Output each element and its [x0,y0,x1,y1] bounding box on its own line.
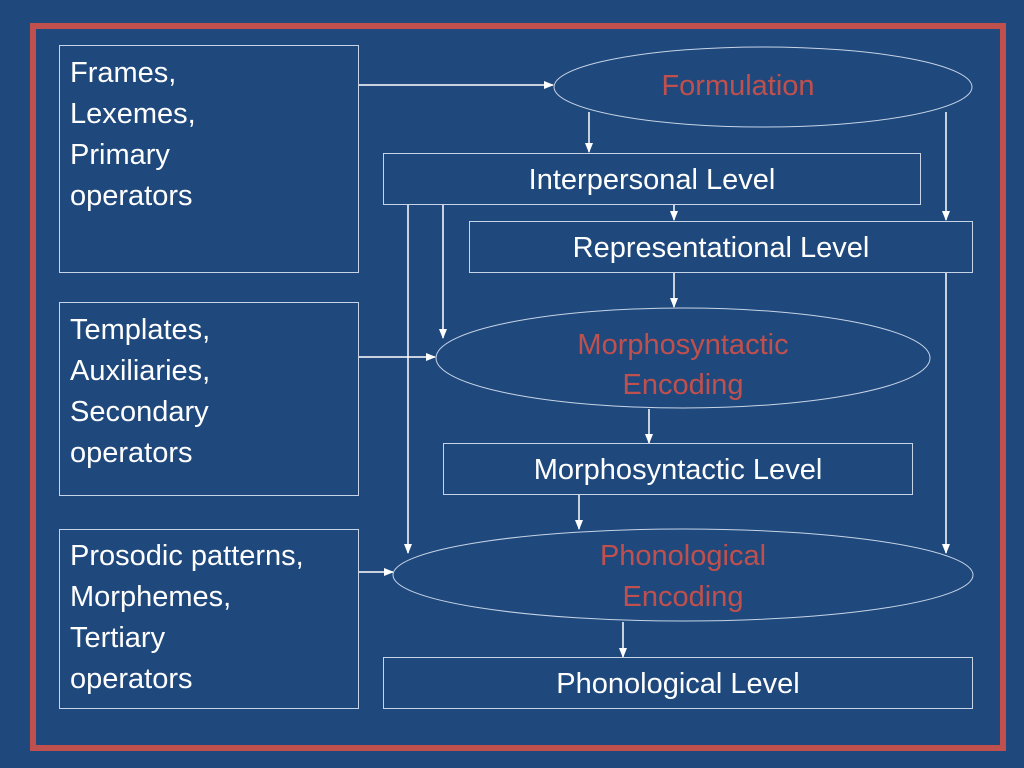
input-primary-line-4: operators [70,180,193,212]
input-box-tertiary [59,529,359,709]
input-secondary-line-4: operators [70,437,193,469]
input-secondary-line-2: Auxiliaries, [70,355,211,387]
input-primary-line-3: Primary [70,139,170,171]
input-primary-line-1: Frames, [70,57,177,89]
phonological-encoding-label-1: Phonological [599,540,767,572]
interpersonal-level-label: Interpersonal Level [528,164,776,196]
phonological-encoding-label-2: Encoding [622,581,744,613]
phonological-level-label: Phonological Level [556,668,800,700]
formulation-label: Formulation [661,70,815,102]
outer-frame [30,23,1006,751]
input-tertiary-line-3: Tertiary [70,622,166,654]
input-secondary-line-3: Secondary [70,396,209,428]
representational-level-box [469,221,973,273]
input-box-secondary [59,302,359,496]
phonological-level-box [383,657,973,709]
morphosyntactic-encoding-label-2: Encoding [622,369,744,401]
morphosyntactic-encoding-ellipse [435,307,931,409]
input-box-primary [59,45,359,273]
input-tertiary-line-4: operators [70,663,193,695]
input-tertiary-line-2: Morphemes, [70,581,232,613]
morphosyntactic-level-box [443,443,913,495]
formulation-ellipse [553,46,973,128]
input-tertiary-line-1: Prosodic patterns, [70,540,304,572]
representational-level-label: Representational Level [572,232,870,264]
morphosyntactic-level-label: Morphosyntactic Level [533,454,823,486]
interpersonal-level-box [383,153,921,205]
morphosyntactic-encoding-label-1: Morphosyntactic [577,329,789,361]
input-primary-line-2: Lexemes, [70,98,196,130]
input-secondary-line-1: Templates, [70,314,211,346]
